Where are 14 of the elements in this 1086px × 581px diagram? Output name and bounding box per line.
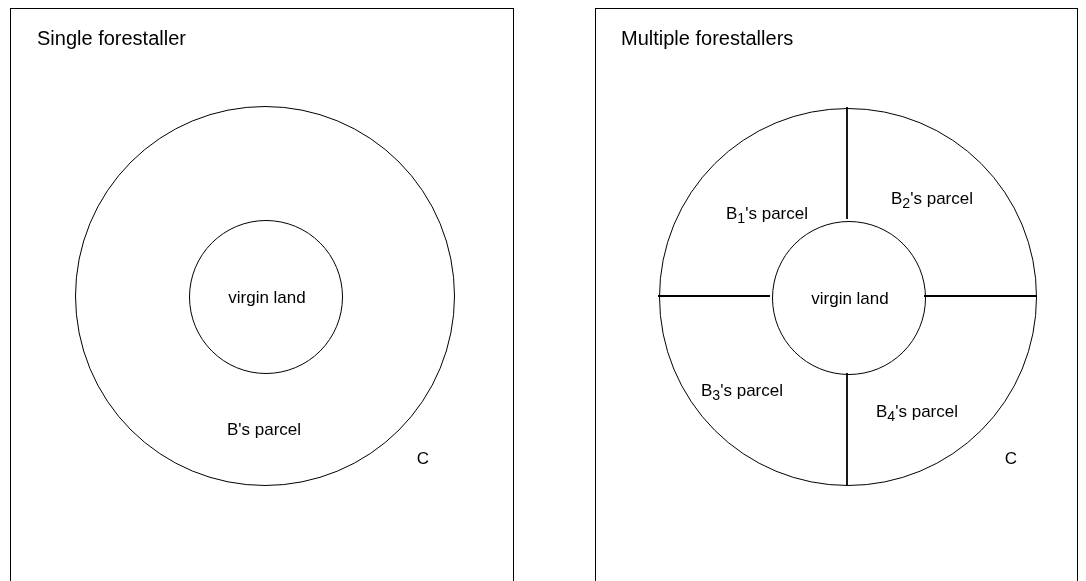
region-label: B$_{4}$'s parcel [876, 401, 958, 425]
region-label: C [416, 449, 430, 469]
region-label: virgin land [228, 288, 306, 308]
parcel-ring [659, 108, 1037, 486]
panel [10, 8, 514, 581]
panel [595, 8, 1078, 581]
region-label: B$_{3}$'s parcel [701, 380, 783, 404]
panel-title: Single forestaller [37, 27, 186, 50]
region-label: B$_{2}$'s parcel [891, 188, 973, 212]
region-label: B's parcel [226, 420, 302, 440]
region-label: B$_{1}$'s parcel [726, 203, 808, 227]
region-label: C [1004, 449, 1018, 469]
region-label: virgin land [811, 289, 889, 309]
panel-title: Multiple forestallers [621, 27, 794, 50]
